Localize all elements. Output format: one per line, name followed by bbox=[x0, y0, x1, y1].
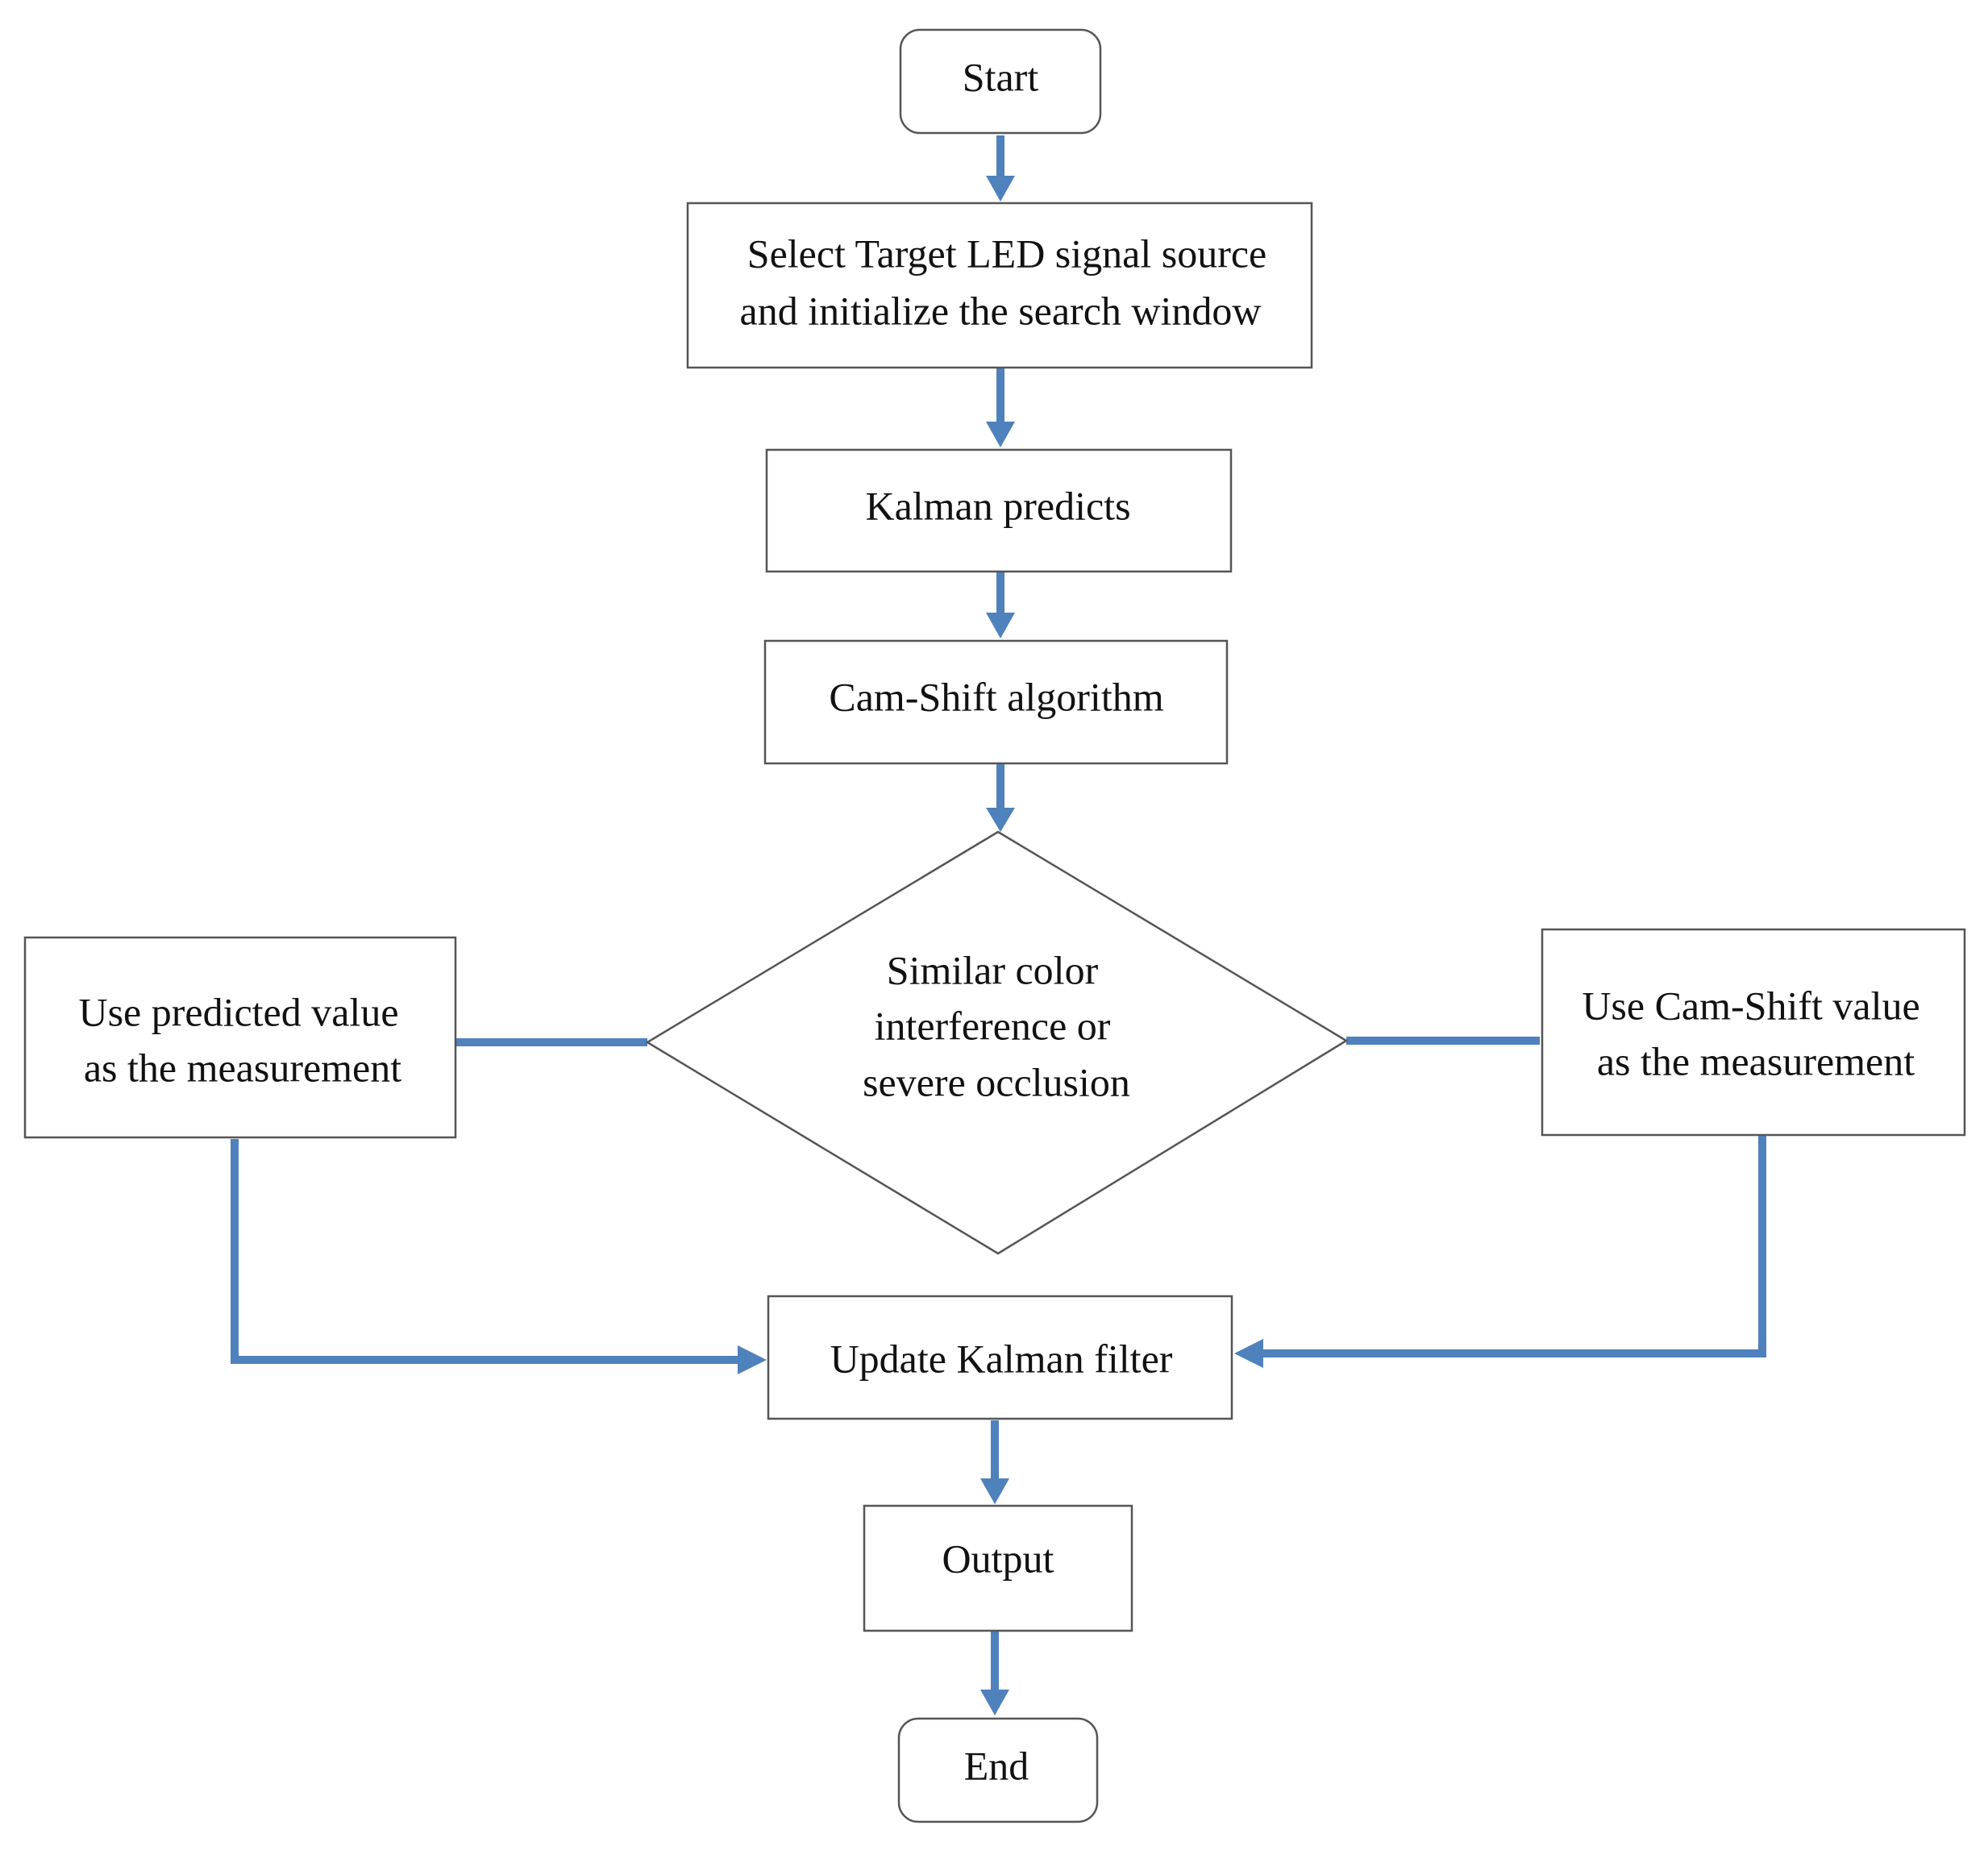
decision-label-line1: Similar color bbox=[887, 947, 1099, 992]
use-predicted-label-line1: Use predicted value bbox=[78, 989, 398, 1034]
camshift-algorithm-node: Cam-Shift algorithm bbox=[763, 639, 1229, 765]
connector-use-predicted-to-update bbox=[231, 1139, 742, 1364]
use-camshift-label-line1: Use Cam-Shift value bbox=[1582, 983, 1919, 1028]
arrowhead-start-to-select bbox=[986, 176, 1015, 202]
update-kalman-node: Update Kalman filter bbox=[767, 1295, 1233, 1420]
kalman-predicts-label: Kalman predicts bbox=[865, 483, 1130, 528]
connector-use-camshift-to-update bbox=[1259, 1135, 1766, 1357]
select-target-node: Select Target LED signal source and init… bbox=[686, 202, 1313, 369]
arrowhead-output-to-end bbox=[980, 1690, 1009, 1715]
update-kalman-label: Update Kalman filter bbox=[830, 1336, 1173, 1381]
arrowhead-use-predicted-to-update bbox=[738, 1345, 767, 1374]
arrowhead-predict-to-camshift bbox=[986, 613, 1015, 638]
end-label: End bbox=[964, 1743, 1029, 1788]
arrowhead-select-to-predict bbox=[986, 422, 1015, 447]
start-label: Start bbox=[963, 54, 1039, 99]
arrowhead-update-to-output bbox=[980, 1478, 1009, 1504]
use-predicted-label-line2: as the measurement bbox=[84, 1045, 401, 1090]
use-camshift-label-line2: as the measurement bbox=[1597, 1038, 1915, 1083]
camshift-algorithm-label: Cam-Shift algorithm bbox=[829, 674, 1163, 719]
output-node: Output bbox=[863, 1504, 1133, 1632]
arrowhead-camshift-to-decision bbox=[986, 808, 1015, 832]
kalman-predicts-node: Kalman predicts bbox=[765, 448, 1233, 573]
decision-node: Similar color interference or severe occ… bbox=[645, 830, 1349, 1255]
start-node: Start bbox=[899, 28, 1102, 135]
output-label: Output bbox=[942, 1536, 1054, 1581]
select-target-label-line2: and initialize the search window bbox=[740, 288, 1262, 333]
end-node: End bbox=[897, 1717, 1099, 1823]
arrowhead-use-camshift-to-update bbox=[1234, 1339, 1263, 1368]
select-target-label-line1: Select Target LED signal source bbox=[747, 231, 1266, 276]
decision-label-line3: severe occlusion bbox=[863, 1059, 1130, 1104]
connector-layer bbox=[231, 135, 1766, 1715]
use-predicted-node: Use predicted value as the measurement bbox=[23, 936, 457, 1139]
use-camshift-node: Use Cam-Shift value as the measurement bbox=[1541, 928, 1966, 1137]
decision-label-line2: interference or bbox=[875, 1003, 1111, 1048]
